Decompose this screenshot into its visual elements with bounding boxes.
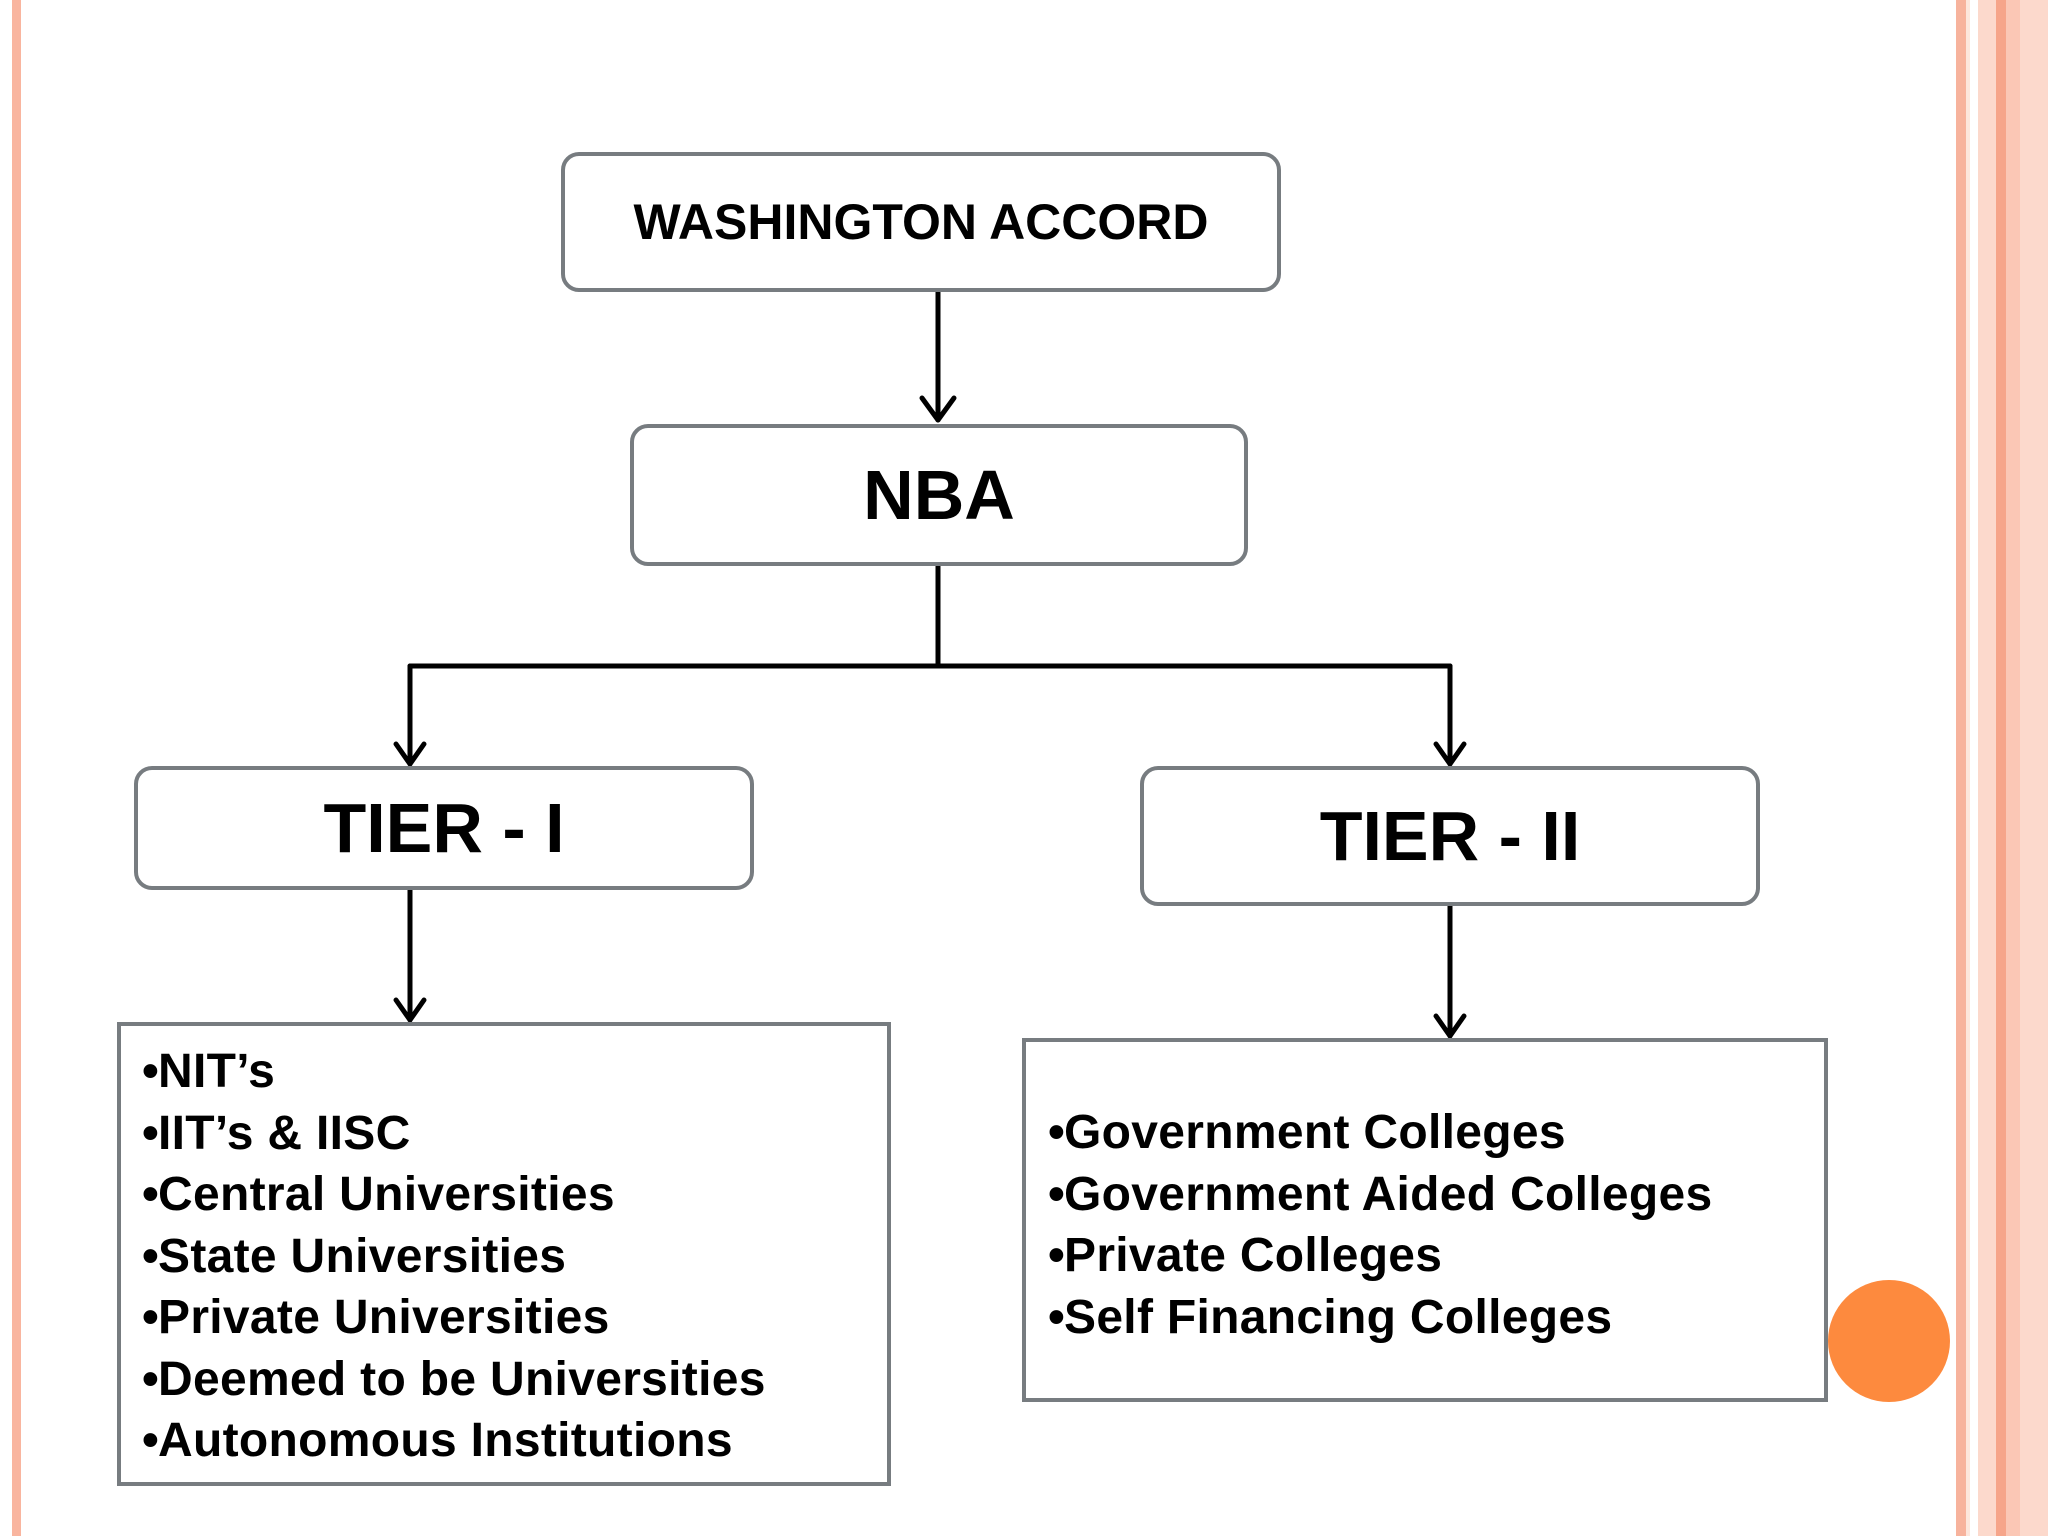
tier-1-label: TIER - I [323,789,565,867]
list-item: •State Universities [142,1229,567,1283]
list-item: •NIT’s [142,1045,276,1098]
tier-2-colleges-box: •Government Colleges •Government Aided C… [1022,1038,1828,1402]
washington-accord-node: WASHINGTON ACCORD [561,152,1281,292]
tier-2-colleges-list: •Government Colleges •Government Aided C… [1048,1102,1824,1348]
right-border-stripe-3 [1978,0,1996,1536]
right-border-stripe-2 [1966,0,1970,1536]
tier-2-node: TIER - II [1140,766,1760,906]
list-item: •Government Colleges [1048,1106,1566,1159]
list-item: •Private Colleges [1048,1229,1443,1282]
orange-dot-decoration [1828,1280,1950,1402]
washington-accord-label: WASHINGTON ACCORD [633,194,1209,250]
tier-1-node: TIER - I [134,766,754,890]
right-border-stripe-4 [1996,0,2006,1536]
list-item: •Central Universities [142,1168,615,1221]
arrowhead-tier2-list [1433,1013,1467,1039]
tier-2-label: TIER - II [1319,797,1581,875]
list-item: •IIT’s & IISC [142,1106,411,1160]
arrowhead-tier1-list [393,997,427,1023]
arrowhead-nba [919,395,957,423]
arrowhead-tier1 [393,741,427,767]
list-item: •Autonomous Institutions [142,1414,733,1467]
list-item: •Self Financing Colleges [1048,1290,1613,1344]
list-item: •Deemed to be Universities [142,1352,766,1406]
right-border-stripe-5 [2006,0,2020,1536]
nba-label: NBA [863,456,1015,534]
tier-1-institutions-list: •NIT’s •IIT’s & IISC •Central Universiti… [142,1041,887,1472]
list-item: •Government Aided Colleges [1048,1167,1713,1221]
left-border-stripe [12,0,21,1536]
right-border-stripe-1 [1956,0,1966,1536]
arrowhead-tier2 [1433,741,1467,767]
nba-node: NBA [630,424,1248,566]
list-item: •Private Universities [142,1291,610,1344]
right-border-stripe-6 [2020,0,2048,1536]
tier-1-institutions-box: •NIT’s •IIT’s & IISC •Central Universiti… [117,1022,891,1486]
